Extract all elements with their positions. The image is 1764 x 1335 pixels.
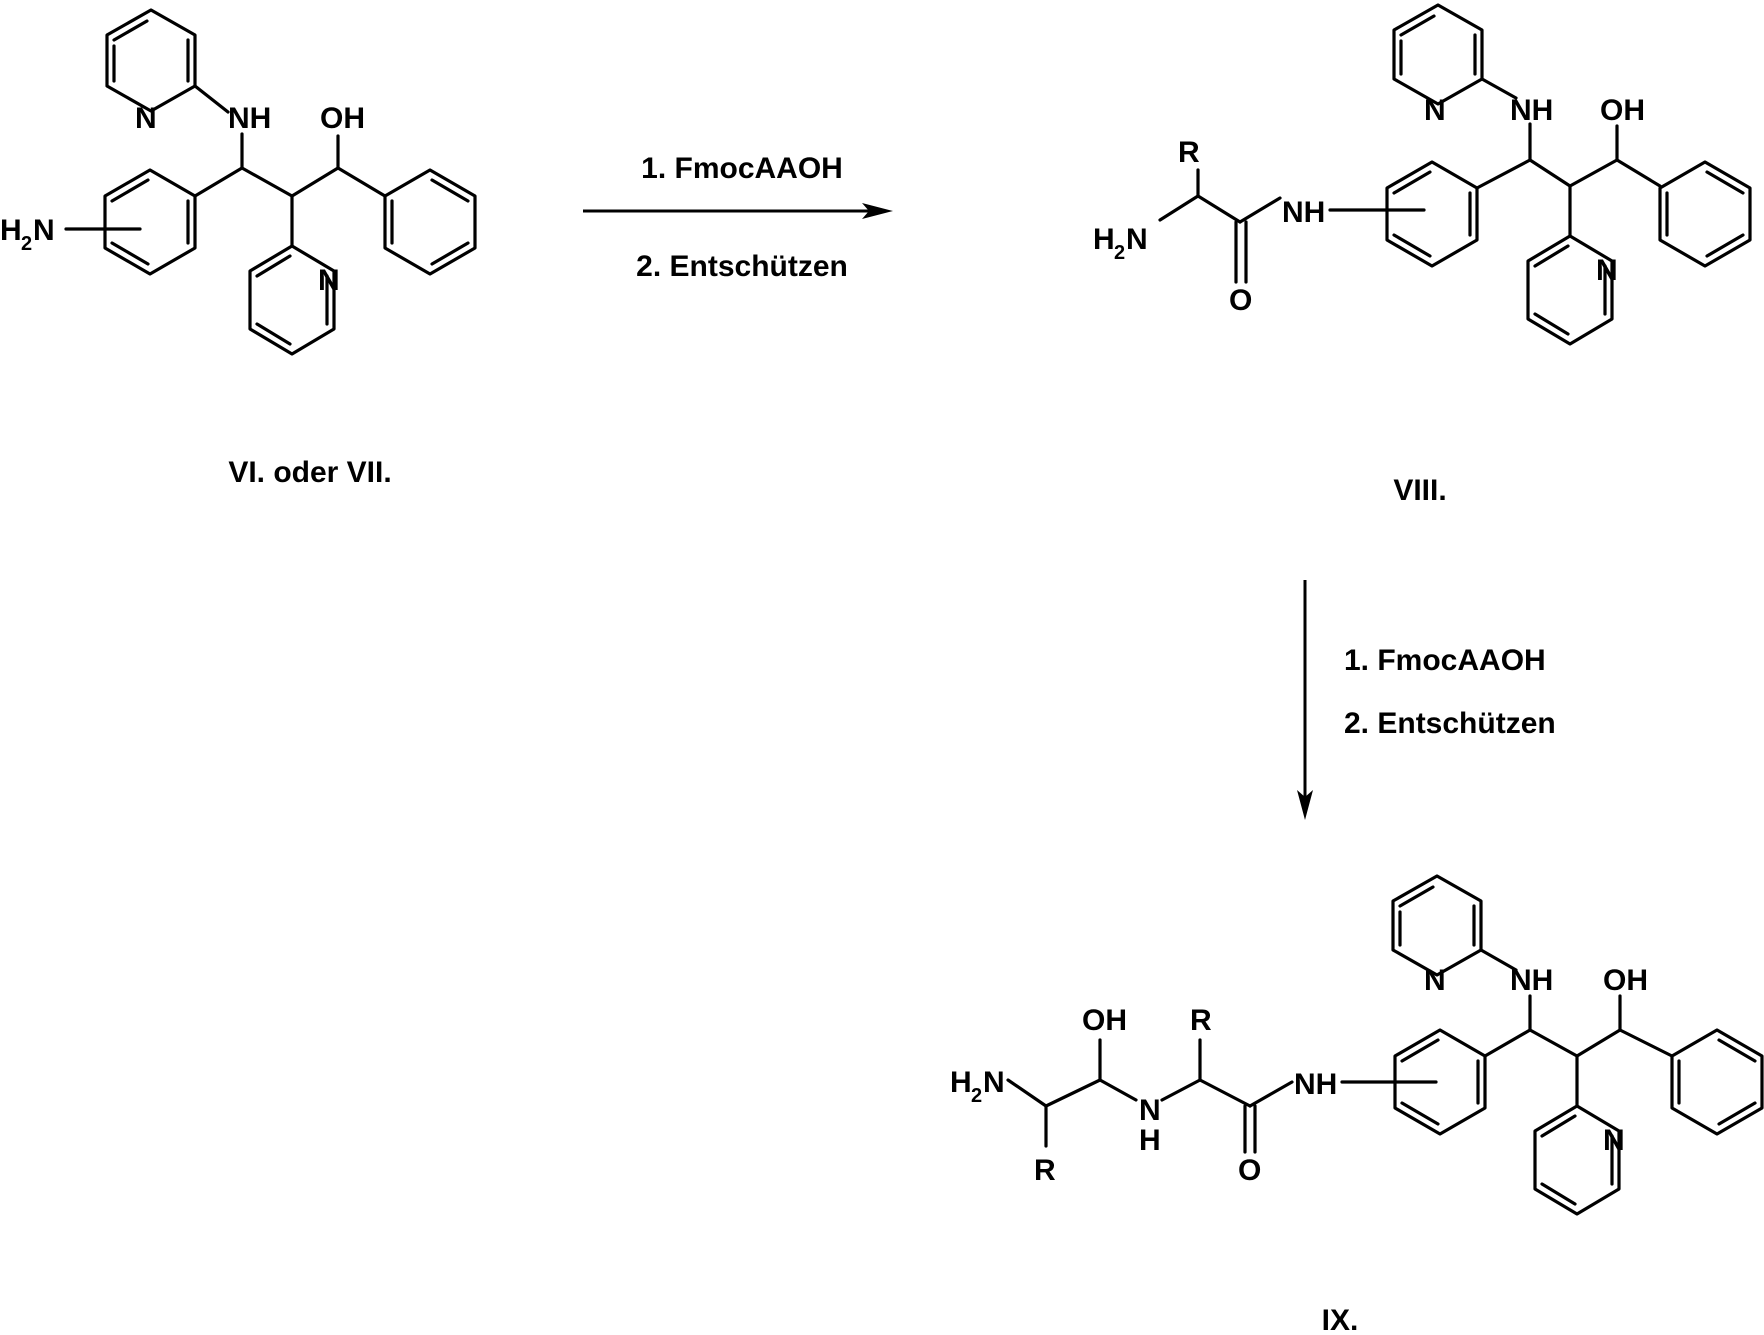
benzene-ring-left — [1387, 162, 1477, 266]
atom-r: R — [1178, 136, 1200, 169]
reaction-arrow-1 — [583, 203, 893, 219]
bond-h2n — [1008, 1080, 1046, 1106]
atom-oh: OH — [320, 102, 365, 135]
bond-h2n — [1160, 196, 1198, 220]
double-bond — [114, 21, 147, 40]
bond — [1250, 1082, 1292, 1106]
atom-n: N — [1603, 1124, 1625, 1157]
pyridine-ring-top — [107, 10, 195, 111]
atom-n: N — [135, 102, 157, 135]
bond — [1617, 160, 1660, 186]
atom-subscript: 2 — [21, 233, 32, 255]
double-bond — [257, 324, 290, 344]
atom-n: N — [983, 1066, 1005, 1099]
bond — [1485, 1030, 1530, 1056]
atom-n: N — [318, 264, 340, 297]
atom-nh: NH — [1294, 1068, 1337, 1101]
compound-label-start: VI. oder VII. — [228, 456, 391, 489]
compound-label-viii: VIII. — [1393, 474, 1446, 507]
bond — [1577, 1030, 1620, 1056]
atom-oh: OH — [1600, 94, 1645, 127]
atom-r: R — [1034, 1154, 1056, 1187]
bond — [292, 168, 338, 196]
reagent-label-step1: 1. FmocAAOH — [641, 152, 843, 185]
compound-label-ix: IX. — [1322, 1304, 1359, 1335]
bond — [1620, 1030, 1672, 1056]
benzene-ring-right — [1660, 162, 1750, 266]
atom-r: R — [1190, 1004, 1212, 1037]
pyridine-ring-bottom — [1528, 236, 1612, 344]
atom-h: H — [0, 214, 22, 247]
bond — [1162, 1080, 1200, 1100]
benzene-ring-right — [385, 170, 475, 274]
bond — [195, 168, 242, 196]
double-bond — [1401, 16, 1434, 35]
bond — [1046, 1080, 1100, 1106]
reagent-label-step2: 1. FmocAAOH — [1344, 644, 1546, 677]
atom-nh: NH — [1510, 964, 1553, 997]
atom-n: N — [1424, 964, 1446, 997]
double-bond — [1542, 1184, 1575, 1204]
bond — [1530, 160, 1570, 186]
atom-oh: OH — [1603, 964, 1648, 997]
deprotection-label-step2: 2. Entschützen — [1344, 707, 1556, 740]
double-bond — [1535, 246, 1568, 266]
compound-start — [66, 10, 475, 354]
atom-n: N — [1126, 223, 1148, 256]
bond-pyr-nh — [195, 86, 228, 112]
benzene-ring-right — [1672, 1030, 1762, 1134]
atom-h: H — [950, 1066, 972, 1099]
double-bond — [1400, 887, 1433, 906]
double-bond — [1542, 1116, 1575, 1136]
atom-n: N — [1139, 1094, 1161, 1127]
bond — [1570, 160, 1617, 186]
atom-nh: NH — [1510, 94, 1553, 127]
atom-n: N — [1424, 94, 1446, 127]
atom-h: H — [1093, 223, 1115, 256]
atom-oh: OH — [1082, 1004, 1127, 1037]
atom-h: H — [1139, 1124, 1161, 1157]
compound-ix — [1008, 876, 1762, 1214]
bond — [1200, 1080, 1250, 1106]
atom-o: O — [1238, 1154, 1261, 1187]
deprotection-label-step1: 2. Entschützen — [636, 250, 848, 283]
pyridine-ring-bottom — [250, 246, 334, 354]
atom-nh: NH — [228, 102, 271, 135]
bond — [1477, 160, 1530, 188]
benzene-ring-left — [105, 170, 195, 274]
double-bond — [257, 256, 290, 276]
pyridine-ring-top — [1393, 876, 1481, 975]
pyridine-ring-bottom — [1535, 1106, 1619, 1214]
pyridine-ring-top — [1394, 5, 1482, 104]
bond — [1530, 1030, 1577, 1056]
bond — [242, 168, 292, 196]
bond — [1240, 198, 1280, 222]
bond — [1100, 1080, 1136, 1100]
reaction-arrow-2 — [1297, 580, 1313, 820]
atom-subscript: 2 — [971, 1085, 982, 1107]
bond — [338, 168, 385, 196]
atom-nh: NH — [1282, 196, 1325, 229]
bond — [1198, 196, 1240, 222]
atom-o: O — [1229, 284, 1252, 317]
atom-n: N — [33, 214, 55, 247]
double-bond — [1535, 314, 1568, 334]
atom-n: N — [1596, 254, 1618, 287]
atom-subscript: 2 — [1114, 242, 1125, 264]
